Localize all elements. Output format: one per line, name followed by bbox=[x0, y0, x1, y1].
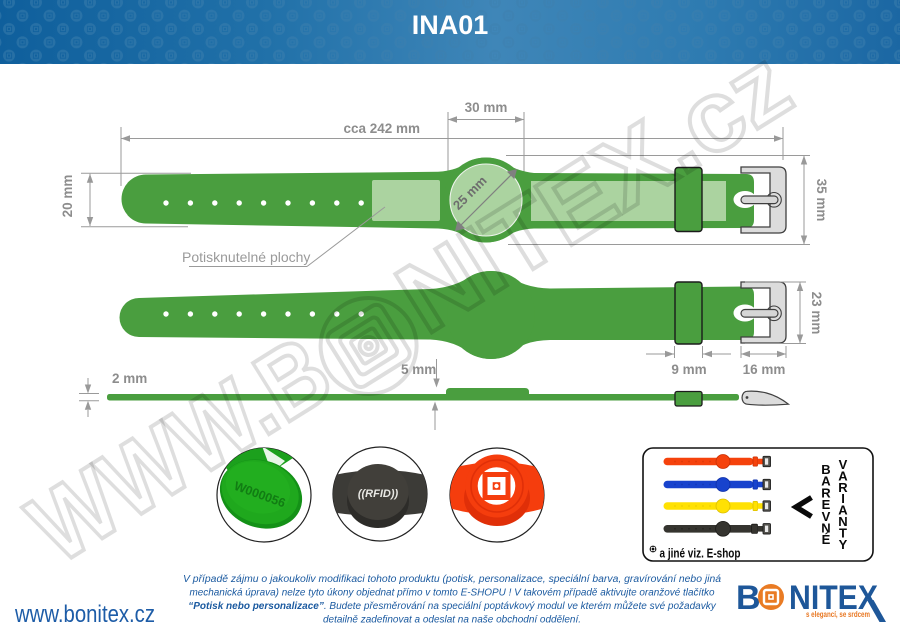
svg-text:35 mm: 35 mm bbox=[814, 179, 829, 222]
svg-text:R: R bbox=[838, 480, 848, 495]
svg-text:V: V bbox=[822, 509, 831, 524]
svg-text:E: E bbox=[822, 497, 831, 512]
svg-text:((RFID)): ((RFID)) bbox=[358, 488, 399, 500]
svg-text:5 mm: 5 mm bbox=[401, 362, 436, 377]
svg-text:Potisknutelné plochy: Potisknutelné plochy bbox=[182, 249, 310, 265]
svg-text:R: R bbox=[821, 485, 831, 500]
svg-text:16 mm: 16 mm bbox=[743, 362, 786, 377]
svg-text:N: N bbox=[838, 514, 847, 529]
svg-text:É: É bbox=[822, 532, 831, 547]
svg-text:a jiné viz. E-shop: a jiné viz. E-shop bbox=[660, 546, 741, 561]
svg-text:20 mm: 20 mm bbox=[60, 175, 75, 218]
svg-text:V: V bbox=[839, 457, 848, 472]
svg-text:Y: Y bbox=[839, 537, 848, 552]
svg-text:cca 242 mm: cca 242 mm bbox=[343, 121, 420, 136]
svg-text:A: A bbox=[821, 474, 831, 489]
svg-text:www.bonitex.cz: www.bonitex.cz bbox=[14, 601, 155, 628]
svg-text:A: A bbox=[838, 503, 848, 518]
svg-text:2 mm: 2 mm bbox=[112, 371, 147, 386]
svg-text:NITEX: NITEX bbox=[789, 579, 878, 617]
svg-text:mechanická úprava) nelze tyto: mechanická úprava) nelze tyto úkony obje… bbox=[190, 588, 715, 599]
svg-text:30 mm: 30 mm bbox=[465, 100, 508, 115]
svg-text:23 mm: 23 mm bbox=[809, 292, 824, 335]
svg-text:T: T bbox=[839, 525, 847, 540]
svg-text:B: B bbox=[821, 462, 830, 477]
svg-text:WWW.B: WWW.B bbox=[10, 315, 349, 585]
svg-text:“Potisk nebo personalizace”. B: “Potisk nebo personalizace”. Budete přes… bbox=[188, 600, 716, 612]
svg-text:B: B bbox=[736, 579, 761, 617]
svg-text:I: I bbox=[841, 491, 845, 506]
svg-text:N: N bbox=[821, 521, 830, 536]
svg-text:A: A bbox=[838, 468, 848, 483]
svg-text:s elegancí, se srdcem: s elegancí, se srdcem bbox=[806, 610, 870, 619]
svg-text:V případě zájmu o jakoukoliv m: V případě zájmu o jakoukoliv modifikaci … bbox=[183, 574, 721, 585]
svg-text:INA01: INA01 bbox=[412, 10, 489, 40]
svg-text:detailně zadefinovat a odeslat: detailně zadefinovat a odeslat na naše o… bbox=[323, 615, 581, 626]
svg-text:9 mm: 9 mm bbox=[671, 362, 706, 377]
